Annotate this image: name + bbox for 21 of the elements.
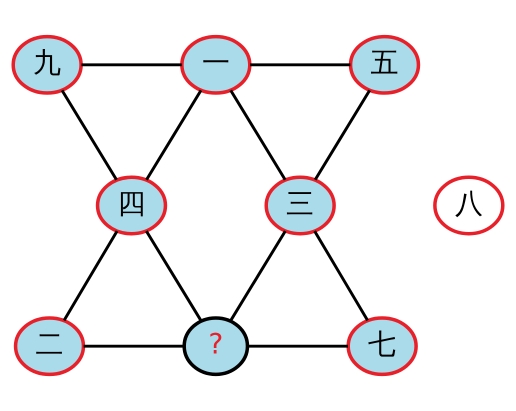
connector [84, 344, 184, 348]
connector [145, 230, 202, 322]
connector [313, 230, 369, 322]
connector [250, 63, 350, 66]
node-ellipse: 四 [96, 176, 168, 236]
node-ellipse: 九 [11, 34, 83, 95]
connector [314, 90, 371, 180]
node-ellipse: ? [182, 316, 250, 376]
node-ellipse: 二 [14, 316, 86, 376]
node-ellipse: 八 [433, 176, 505, 236]
node-ellipse: 七 [346, 316, 418, 376]
node-ellipse: 一 [180, 34, 252, 95]
node-ellipse: 五 [348, 34, 420, 95]
connector [229, 230, 287, 322]
connector [229, 90, 286, 180]
node-ellipse: 三 [264, 176, 336, 236]
connector [81, 63, 182, 66]
connector [62, 230, 118, 322]
connector [248, 344, 348, 348]
connector [145, 90, 202, 180]
connector [60, 90, 118, 180]
